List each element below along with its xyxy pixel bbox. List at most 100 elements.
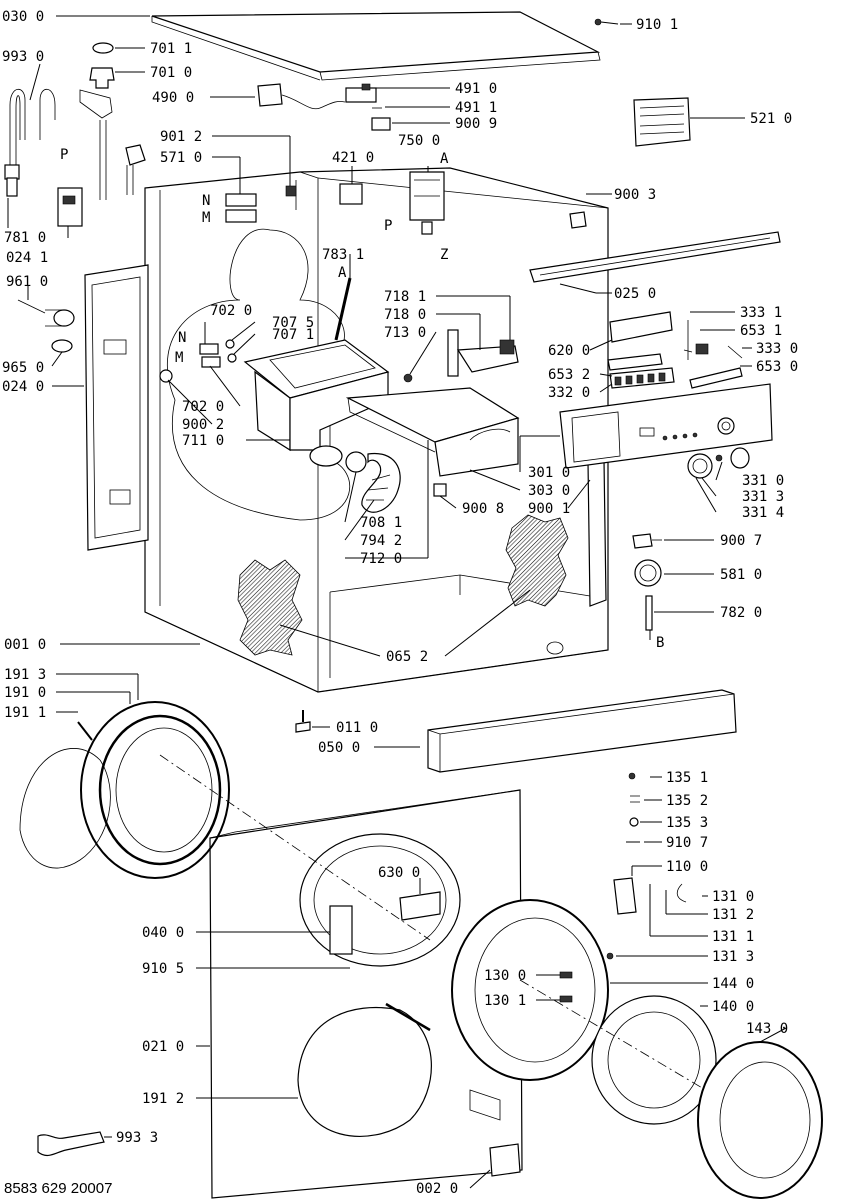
part-label: 794 2 <box>360 533 402 549</box>
part-label: 143 0 <box>746 1021 788 1037</box>
part-label: 144 0 <box>712 976 754 992</box>
part-label: 040 0 <box>142 925 184 941</box>
part-label: Z <box>440 247 448 263</box>
part-label: 713 0 <box>384 325 426 341</box>
door-glass <box>591 995 717 1125</box>
part-label: N <box>202 193 210 209</box>
electronic-module <box>633 97 691 147</box>
part-label: 021 0 <box>142 1039 184 1055</box>
part-label: 331 4 <box>742 505 784 521</box>
part-label: 750 0 <box>398 133 440 149</box>
part-label: 024 1 <box>6 250 48 266</box>
hose-clip <box>92 42 114 54</box>
door-ring <box>697 1041 823 1199</box>
part-label: M <box>202 210 210 226</box>
part-label: 965 0 <box>2 360 44 376</box>
part-label: 135 3 <box>666 815 708 831</box>
part-label: 782 0 <box>720 605 762 621</box>
door-gasket <box>19 701 230 879</box>
part-label: 131 2 <box>712 907 754 923</box>
bracket <box>57 187 83 227</box>
part-label: 191 0 <box>4 685 46 701</box>
part-label: 303 0 <box>528 483 570 499</box>
part-label: A <box>338 265 347 281</box>
part-label: A <box>440 151 449 167</box>
part-label: 030 0 <box>2 9 44 25</box>
document-number: 8583 629 20007 <box>4 1180 112 1197</box>
part-label: 191 1 <box>4 705 46 721</box>
part-label: 711 0 <box>182 433 224 449</box>
part-label: 002 0 <box>416 1181 458 1197</box>
part-label: 653 0 <box>756 359 798 375</box>
part-label: 050 0 <box>318 740 360 756</box>
part-label: 901 2 <box>160 129 202 145</box>
part-label: 910 5 <box>142 961 184 977</box>
part-label: 001 0 <box>4 637 46 653</box>
part-label: 900 9 <box>455 116 497 132</box>
part-label: 707 1 <box>272 327 314 343</box>
bellows-hose <box>361 452 401 513</box>
part-label: 708 1 <box>360 515 402 531</box>
part-label: 783 1 <box>322 247 364 263</box>
level-switch <box>634 559 662 587</box>
door-frame <box>451 899 609 1081</box>
part-label: 702 0 <box>210 303 252 319</box>
parts-drawing <box>4 11 823 1199</box>
control-panel <box>559 383 773 469</box>
part-label: 131 0 <box>712 889 754 905</box>
part-label: 421 0 <box>332 150 374 166</box>
part-label: 718 1 <box>384 289 426 305</box>
control-board <box>609 311 673 343</box>
part-label: 900 8 <box>462 501 504 517</box>
part-label: 900 2 <box>182 417 224 433</box>
part-label: 993 3 <box>116 1130 158 1146</box>
part-label: 571 0 <box>160 150 202 166</box>
part-label: 191 2 <box>142 1091 184 1107</box>
part-label: 961 0 <box>6 274 48 290</box>
part-label: M <box>175 350 183 366</box>
part-label: 900 7 <box>720 533 762 549</box>
insulation-pad-left <box>237 559 303 656</box>
part-label: 701 1 <box>150 41 192 57</box>
part-label: 024 0 <box>2 379 44 395</box>
part-label: 702 0 <box>182 399 224 415</box>
part-label: B <box>656 635 664 651</box>
part-label: 191 3 <box>4 667 46 683</box>
part-label: 630 0 <box>378 865 420 881</box>
tool-spanner <box>37 1131 105 1157</box>
damper <box>53 309 75 327</box>
part-label: N <box>178 330 186 346</box>
part-label: 130 1 <box>484 993 526 1009</box>
part-label: 910 1 <box>636 17 678 33</box>
part-label: 910 7 <box>666 835 708 851</box>
part-label: 900 1 <box>528 501 570 517</box>
part-label: 581 0 <box>720 567 762 583</box>
plinth <box>427 689 737 773</box>
part-label: 333 0 <box>756 341 798 357</box>
part-label: 135 1 <box>666 770 708 786</box>
part-label: 653 2 <box>548 367 590 383</box>
part-label: 331 0 <box>742 473 784 489</box>
power-plug <box>257 83 283 107</box>
part-label: 491 0 <box>455 81 497 97</box>
part-label: 065 2 <box>386 649 428 665</box>
part-label: 025 0 <box>614 286 656 302</box>
part-label: 131 1 <box>712 929 754 945</box>
part-label: 490 0 <box>152 90 194 106</box>
top-cover <box>151 11 601 73</box>
inner-outline <box>166 228 351 521</box>
inlet-valve <box>225 193 257 207</box>
insulation-pad-right <box>505 514 569 607</box>
part-label: 781 0 <box>4 230 46 246</box>
part-label: 900 3 <box>614 187 656 203</box>
dispenser-housing <box>243 339 390 467</box>
part-label: 521 0 <box>750 111 792 127</box>
part-label: 491 1 <box>455 100 497 116</box>
top-rail <box>529 231 781 283</box>
hose-connector <box>89 67 115 89</box>
part-label: 333 1 <box>740 305 782 321</box>
part-label: 140 0 <box>712 999 754 1015</box>
part-label: 110 0 <box>666 859 708 875</box>
part-label: 993 0 <box>2 49 44 65</box>
